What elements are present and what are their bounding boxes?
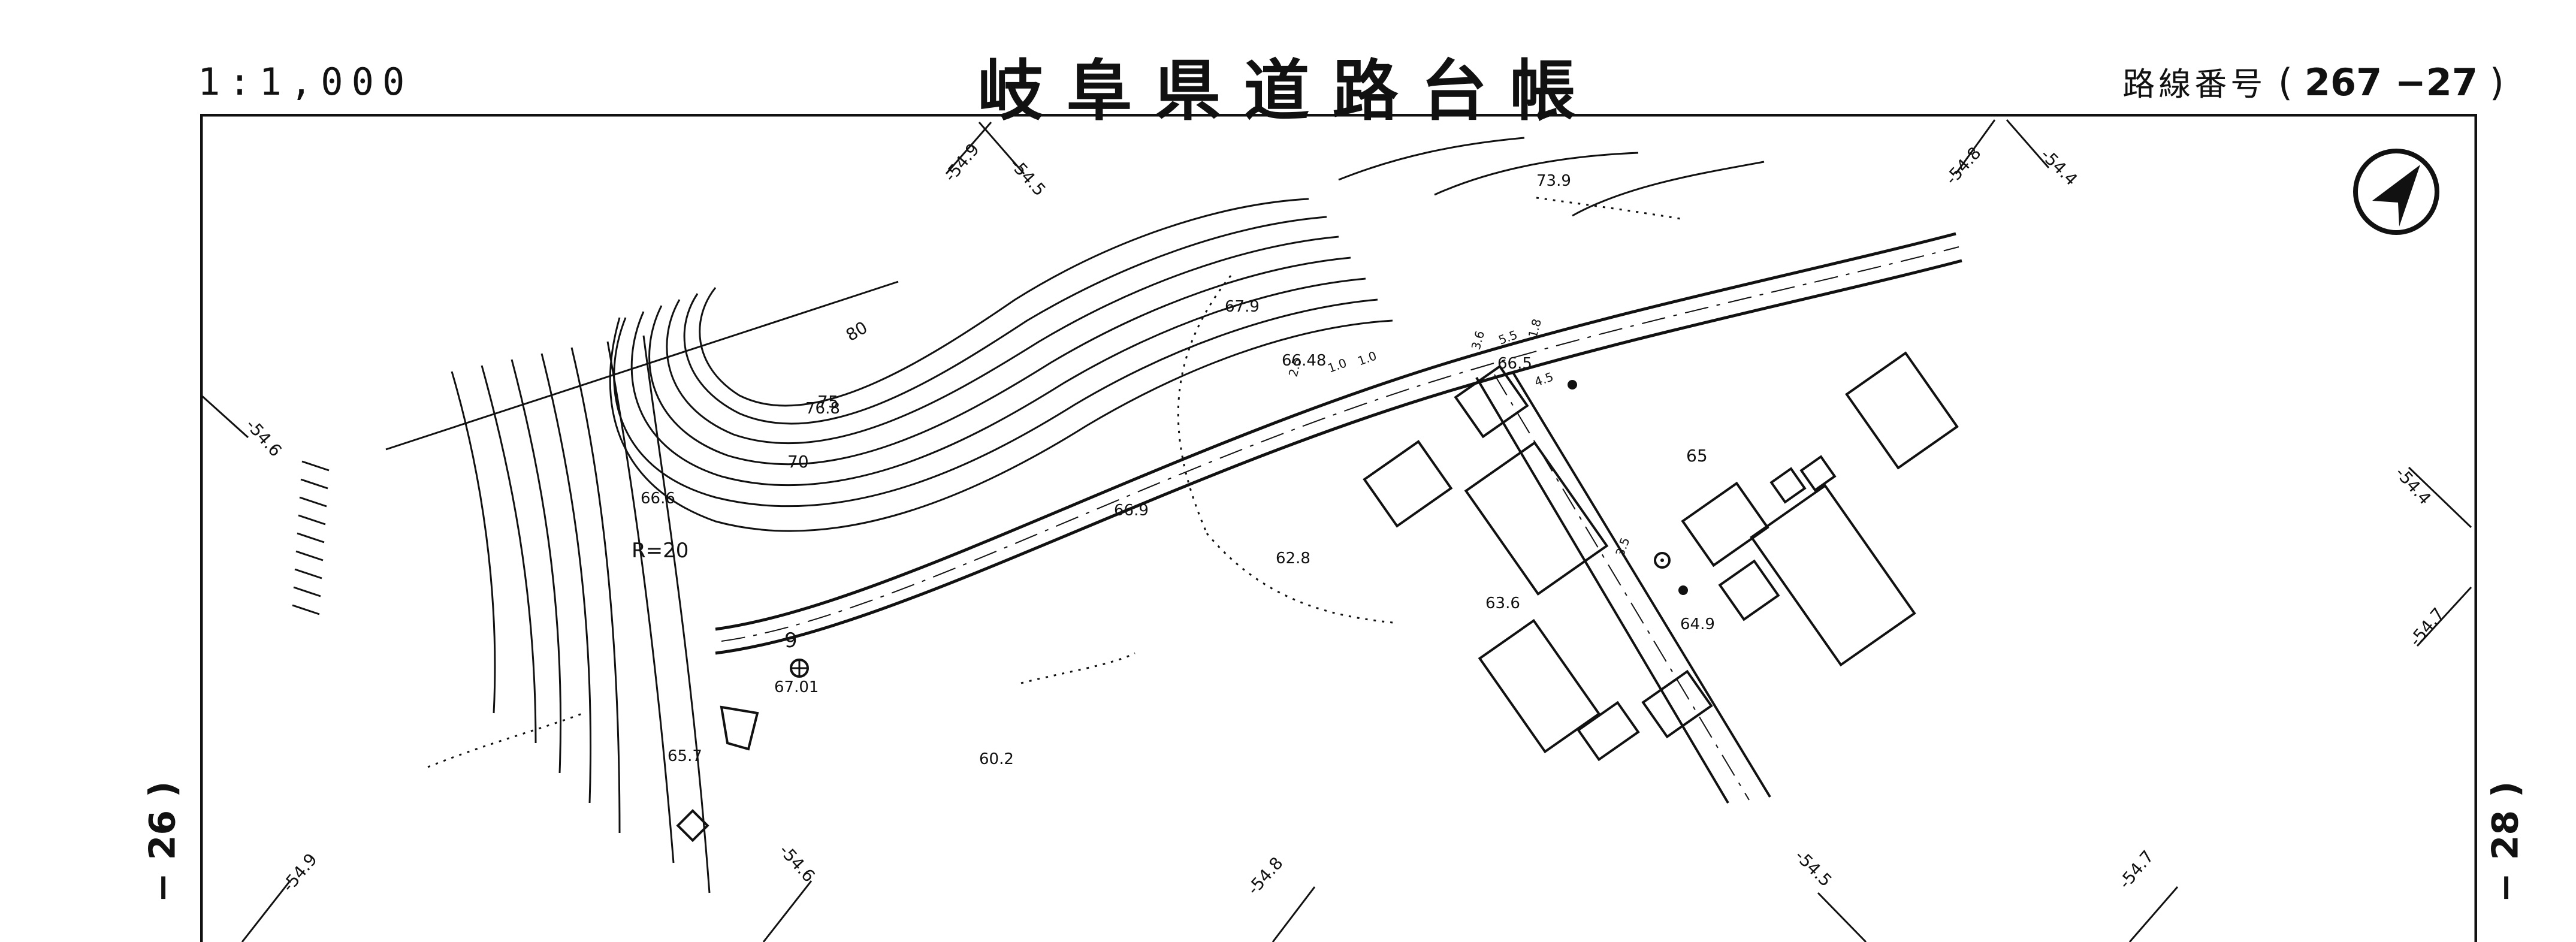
grid-label: -54.9 xyxy=(278,850,321,896)
route-number-value: 267 −27 xyxy=(2304,61,2478,104)
road-annotations: R=20 9 xyxy=(632,539,798,653)
building xyxy=(1845,351,1959,470)
elevation-label: 65.7 xyxy=(668,747,702,765)
width-label: 4.5 xyxy=(1533,369,1556,389)
parcel-boundary xyxy=(385,280,899,451)
adjacent-sheet-right: − 28 ) xyxy=(2484,781,2527,903)
map-title: 岐阜県道路台帳 xyxy=(977,53,1599,129)
width-label: 1.0 xyxy=(1356,348,1379,368)
map-header: 1:1,000 岐阜県道路台帳 路線番号 ( 267 −27 ) xyxy=(0,0,2576,129)
slope-lines xyxy=(451,335,711,893)
route-close-paren: ) xyxy=(2489,61,2504,104)
grid-label: -54.5 xyxy=(1006,155,1050,200)
building xyxy=(1750,484,1916,667)
contour-label: 75 xyxy=(817,392,839,412)
elevation-label: 66.5 xyxy=(1497,355,1532,373)
grid-label: -54.6 xyxy=(242,415,286,461)
grid-label: -54.8 xyxy=(1941,143,1985,189)
station-label: 9 xyxy=(784,629,798,653)
building xyxy=(1681,481,1769,567)
grid-label: -54.9 xyxy=(940,140,983,186)
grid-label: -54.8 xyxy=(1243,853,1287,899)
route-number-label: 路線番号 xyxy=(2122,65,2267,103)
contour-label: 80 xyxy=(842,318,871,345)
building xyxy=(1478,618,1601,754)
building xyxy=(1464,441,1609,596)
map-frame: -54.9 -54.5 -54.8 -54.4 -54.6 -54.4 -54.… xyxy=(200,114,2477,942)
adjacent-sheet-left: − 26 ) xyxy=(141,781,184,903)
contour-label: 65 xyxy=(1686,446,1708,466)
contour-label-group: 80 75 70 65 xyxy=(787,318,1708,472)
elevation-label: 62.8 xyxy=(1276,550,1310,567)
property-boundaries xyxy=(427,197,1681,768)
contour-lines xyxy=(609,137,1765,532)
elevation-label: 66.48 xyxy=(1282,352,1326,370)
building xyxy=(1454,364,1529,439)
buildings xyxy=(1363,351,1959,762)
grid-label: -54.6 xyxy=(775,841,819,886)
building xyxy=(1363,440,1453,528)
benchmark-icon xyxy=(790,659,809,678)
elevation-label: 63.6 xyxy=(1485,594,1520,612)
route-number: 路線番号 ( 267 −27 ) xyxy=(2122,58,2504,105)
elevation-label: 66.6 xyxy=(641,490,675,508)
elevation-label: 66.9 xyxy=(1114,502,1149,520)
building xyxy=(1799,455,1837,492)
route-open-paren: ( xyxy=(2278,61,2293,104)
elevation-label: 60.2 xyxy=(979,750,1014,768)
north-arrow-icon xyxy=(2353,149,2439,235)
grid-label: -54.4 xyxy=(2037,145,2082,190)
road xyxy=(715,232,1962,804)
grid-label: -54.7 xyxy=(2115,847,2158,893)
scale-label: 1:1,000 xyxy=(198,60,413,104)
curve-radius-label: R=20 xyxy=(632,539,688,563)
building xyxy=(1769,467,1807,504)
grid-labels: -54.9 -54.5 -54.8 -54.4 -54.6 -54.4 -54.… xyxy=(242,140,2448,899)
traffic-island xyxy=(676,705,759,843)
width-label: 3.5 xyxy=(1612,536,1632,558)
elevation-label: 67.9 xyxy=(1225,298,1260,316)
elevation-label: 64.9 xyxy=(1680,615,1715,633)
survey-point-icon xyxy=(1568,380,1688,595)
grid-label: -54.5 xyxy=(1791,846,1836,891)
contour-label: 70 xyxy=(787,452,809,472)
elevation-label: 67.01 xyxy=(774,678,819,696)
grid-ticks xyxy=(200,119,2472,942)
elevation-label: 73.9 xyxy=(1536,172,1571,190)
embankment-hatching xyxy=(292,460,330,615)
elevation-points: 73.9 67.9 66.48 66.5 76.8 66.6 66.9 62.8… xyxy=(641,172,1715,768)
elevation-label: 76.8 xyxy=(805,400,840,418)
width-label: 1.0 xyxy=(1326,355,1349,375)
building xyxy=(1577,701,1640,762)
width-label: 3.6 xyxy=(1469,329,1487,351)
building xyxy=(1641,669,1713,739)
grid-label: -54.7 xyxy=(2405,604,2448,650)
building xyxy=(1718,559,1780,621)
